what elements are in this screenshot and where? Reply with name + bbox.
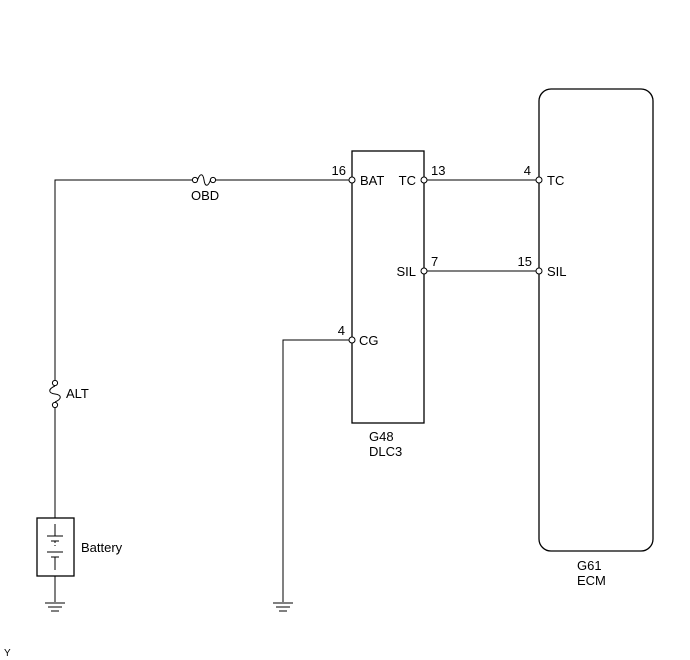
battery-icon <box>36 517 75 577</box>
corner-mark: Y <box>4 648 11 659</box>
dlc3-pin-bat-terminal <box>348 176 356 184</box>
ecm-name: ECM <box>577 573 606 588</box>
ecm-box <box>538 88 654 552</box>
battery-label: Battery <box>81 540 123 555</box>
wires <box>54 179 536 602</box>
dlc3-pin-sil-terminal <box>420 267 428 275</box>
ecm-code: G61 <box>577 558 602 573</box>
dlc3-pin-name: BAT <box>360 173 384 188</box>
dlc3-code: G48 <box>369 429 394 444</box>
wire-alt-to-obd <box>54 179 192 380</box>
dlc3-connector-box <box>351 150 425 424</box>
ground-icon <box>45 602 65 612</box>
wire-cg-to-ground <box>282 339 349 602</box>
ecm-pin-name: TC <box>547 173 564 188</box>
obd-fuse-label: OBD <box>191 188 219 203</box>
dlc3-pin-name: TC <box>399 173 416 188</box>
obd-fuse-icon <box>191 174 217 186</box>
ecm-pin-number: 4 <box>524 163 531 178</box>
dlc3-pin-cg-terminal <box>348 336 356 344</box>
dlc3-pin-number: 4 <box>338 323 345 338</box>
pin-terminals <box>348 176 543 344</box>
alt-fuse-icon <box>49 379 61 409</box>
dlc3-pin-number: 16 <box>332 163 346 178</box>
dlc3-name: DLC3 <box>369 444 402 459</box>
alt-fuse-label: ALT <box>66 386 89 401</box>
dlc3-pin-name: SIL <box>396 264 416 279</box>
ecm-pin-sil-terminal <box>535 267 543 275</box>
ground-icon <box>273 602 293 612</box>
ecm-pin-number: 15 <box>518 254 532 269</box>
dlc3-pin-number: 13 <box>431 163 445 178</box>
dlc3-pin-tc-terminal <box>420 176 428 184</box>
dlc3-pin-number: 7 <box>431 254 438 269</box>
ecm-pin-name: SIL <box>547 264 567 279</box>
dlc3-pin-name: CG <box>359 333 379 348</box>
ecm-pin-tc-terminal <box>535 176 543 184</box>
